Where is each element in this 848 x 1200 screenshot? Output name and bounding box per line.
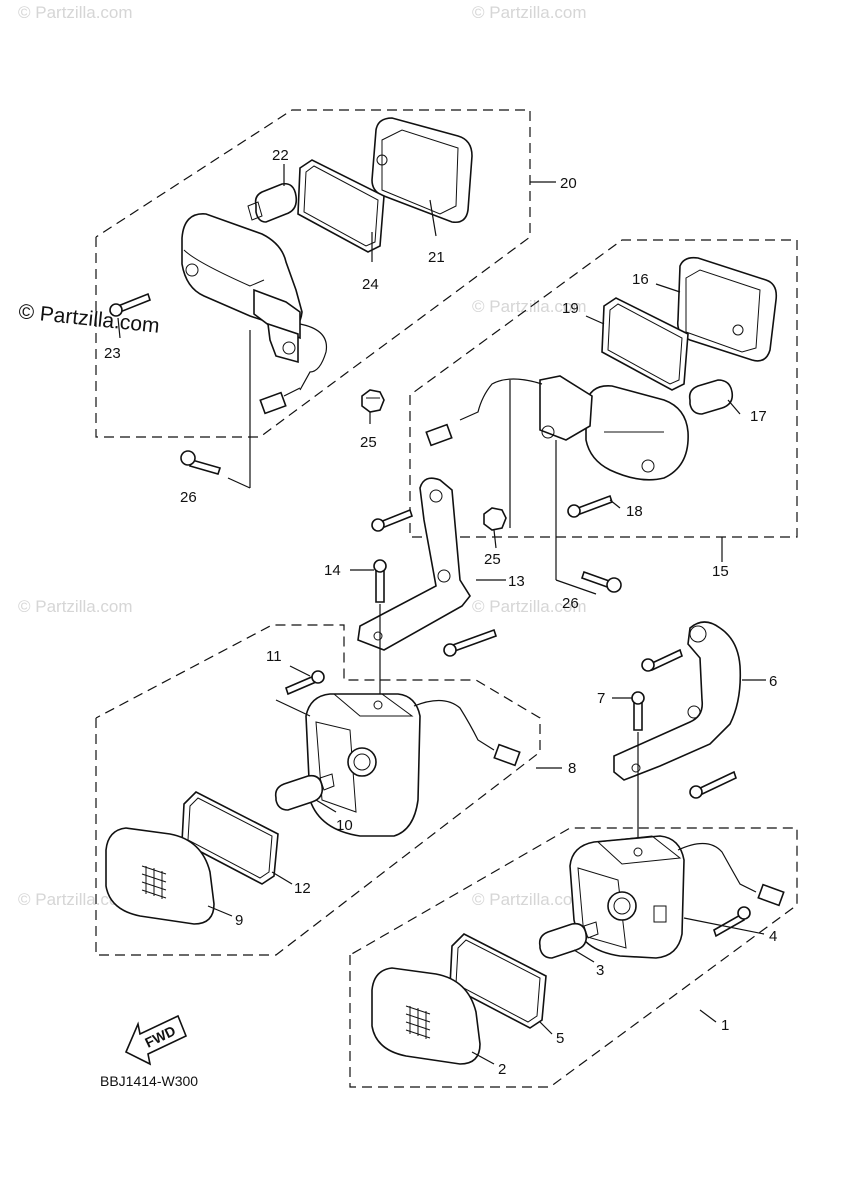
callout-25-upper: 25 [360, 434, 377, 451]
watermarks: © Partzilla.com © Partzilla.com © Partzi… [17, 3, 586, 909]
bracket-center [350, 380, 597, 700]
callout-15: 15 [712, 563, 729, 580]
lens-texture [141, 865, 167, 899]
callout-23: 23 [104, 345, 121, 362]
callout-13: 13 [508, 573, 525, 590]
signal-light-assembly-lower-left [105, 665, 562, 925]
callout-14: 14 [324, 562, 341, 579]
callout-9: 9 [235, 912, 243, 929]
callout-1: 1 [721, 1017, 729, 1034]
callout-4: 4 [769, 928, 777, 945]
callout-17: 17 [750, 408, 767, 425]
signal-light-assembly-upper-left [109, 117, 556, 489]
callout-7: 7 [597, 690, 605, 707]
callout-5: 5 [556, 1030, 564, 1047]
callout-19: 19 [562, 300, 579, 317]
watermark: © Partzilla.com [18, 890, 133, 909]
bracket-right [612, 621, 766, 840]
lens-texture [405, 1005, 431, 1039]
fwd-arrow-icon: FWD [124, 1014, 188, 1066]
callout-16: 16 [632, 271, 649, 288]
callout-6: 6 [769, 673, 777, 690]
watermark: © Partzilla.com [472, 890, 587, 909]
callout-21: 21 [428, 249, 445, 266]
watermark: © Partzilla.com [18, 3, 133, 22]
callout-26-center: 26 [562, 595, 579, 612]
assembly-20-outline [95, 109, 531, 438]
callout-12: 12 [294, 880, 311, 897]
callout-18: 18 [626, 503, 643, 520]
callout-8: 8 [568, 760, 576, 777]
callout-11: 11 [266, 648, 282, 665]
screw-26-center [580, 570, 622, 593]
watermark: © Partzilla.com [472, 597, 587, 616]
watermark: © Partzilla.com [18, 597, 133, 616]
watermark: © Partzilla.com [472, 297, 587, 316]
assembly-1-outline [349, 827, 798, 1088]
callout-2: 2 [498, 1061, 506, 1078]
signal-light-assembly-lower-right [371, 835, 785, 1065]
callout-10: 10 [336, 817, 353, 834]
callout-20: 20 [560, 175, 577, 192]
assembly-8-outline [95, 624, 541, 956]
callout-labels: 1 2 3 4 5 6 7 8 9 10 11 12 13 14 15 16 1… [104, 147, 777, 1078]
callout-24: 24 [362, 276, 379, 293]
callout-22: 22 [272, 147, 289, 164]
callout-25-center: 25 [484, 551, 501, 568]
watermark-large: © Partzilla.com [17, 300, 160, 338]
callout-26-left: 26 [180, 489, 197, 506]
diagram-code: BBJ1414-W300 [100, 1073, 198, 1089]
callout-3: 3 [596, 962, 604, 979]
watermark: © Partzilla.com [472, 3, 587, 22]
signal-light-assembly-upper-right [425, 256, 778, 562]
